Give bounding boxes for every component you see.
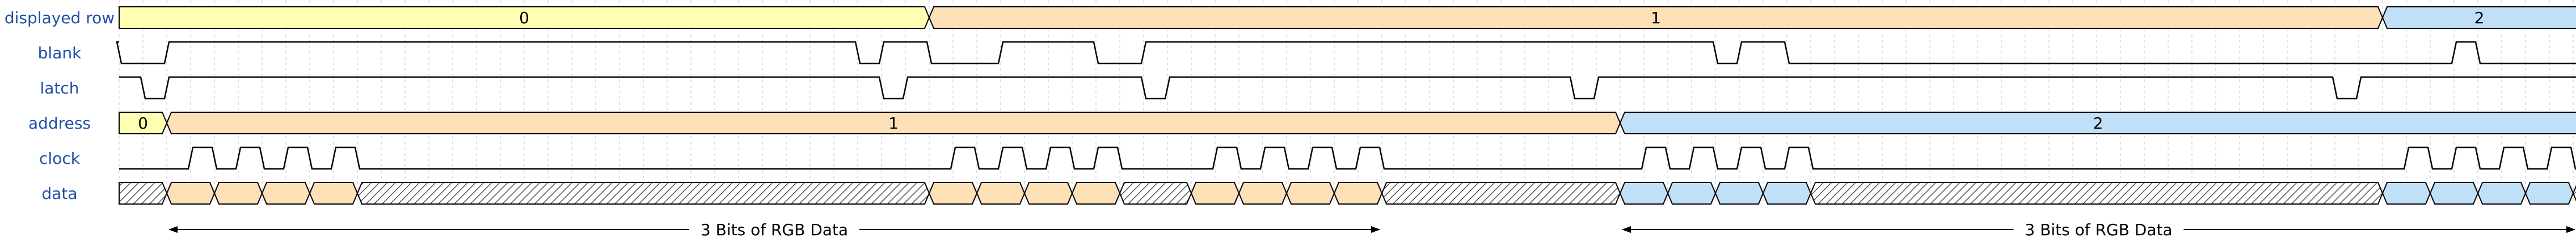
data-segment xyxy=(1238,182,1288,205)
data-segment xyxy=(1071,182,1121,205)
annotation-label: 3 Bits of RGB Data xyxy=(2025,220,2172,239)
signal-label: blank xyxy=(38,44,82,62)
bus-value: 2 xyxy=(2474,9,2485,27)
signal-label: displayed row xyxy=(5,9,115,27)
bus-value: 1 xyxy=(1651,9,1661,27)
data-segment xyxy=(2524,182,2574,205)
data-segment xyxy=(976,182,1026,205)
data-segment xyxy=(1381,182,1621,205)
bus-value: 0 xyxy=(138,114,148,133)
data-segment xyxy=(1762,182,1812,205)
signal-labels: displayed row blank latch address clock data xyxy=(5,9,115,203)
annotation-label: 3 Bits of RGB Data xyxy=(701,220,848,239)
bus-segment xyxy=(2381,6,2576,29)
bus-value: 1 xyxy=(888,114,899,133)
data-segment xyxy=(2429,182,2479,205)
wave-latch xyxy=(119,76,2576,100)
data-segment xyxy=(1667,182,1717,205)
bus-segment xyxy=(119,112,168,134)
data-segment xyxy=(119,182,168,205)
grid xyxy=(119,0,2574,204)
data-segment xyxy=(2477,182,2527,205)
data-segment xyxy=(2381,182,2431,205)
data-segment xyxy=(1333,182,1383,205)
data-segment xyxy=(1119,182,1192,205)
data-segment xyxy=(166,182,216,205)
bus-segment xyxy=(1619,112,2576,134)
signal-label: clock xyxy=(39,149,81,168)
data-segment xyxy=(1285,182,1335,205)
bus-segment xyxy=(166,112,1621,134)
wave-clock xyxy=(119,146,2576,170)
wave-blank xyxy=(116,41,2576,65)
data-segment xyxy=(1714,182,1764,205)
annotations: 3 Bits of RGB Data 3 Bits of RGB Data xyxy=(168,220,2575,239)
data-segment xyxy=(1023,182,1073,205)
bus-value: 2 xyxy=(2093,114,2103,133)
signal-waves: 0 1 2 0 1 2 xyxy=(116,6,2576,205)
data-segment xyxy=(2572,185,2576,202)
data-segment xyxy=(356,182,930,205)
data-segment xyxy=(928,182,978,205)
data-segment xyxy=(261,182,311,205)
bus-segment xyxy=(928,6,2384,29)
signal-label: address xyxy=(28,114,91,133)
bus-segment xyxy=(119,6,930,29)
data-segment xyxy=(309,182,359,205)
data-segment xyxy=(1190,182,1240,205)
signal-label: latch xyxy=(40,79,79,97)
signal-label: data xyxy=(41,184,77,203)
data-segment xyxy=(1619,182,1669,205)
data-segment xyxy=(213,182,263,205)
data-segment xyxy=(1810,182,2384,205)
bus-value: 0 xyxy=(519,9,529,27)
